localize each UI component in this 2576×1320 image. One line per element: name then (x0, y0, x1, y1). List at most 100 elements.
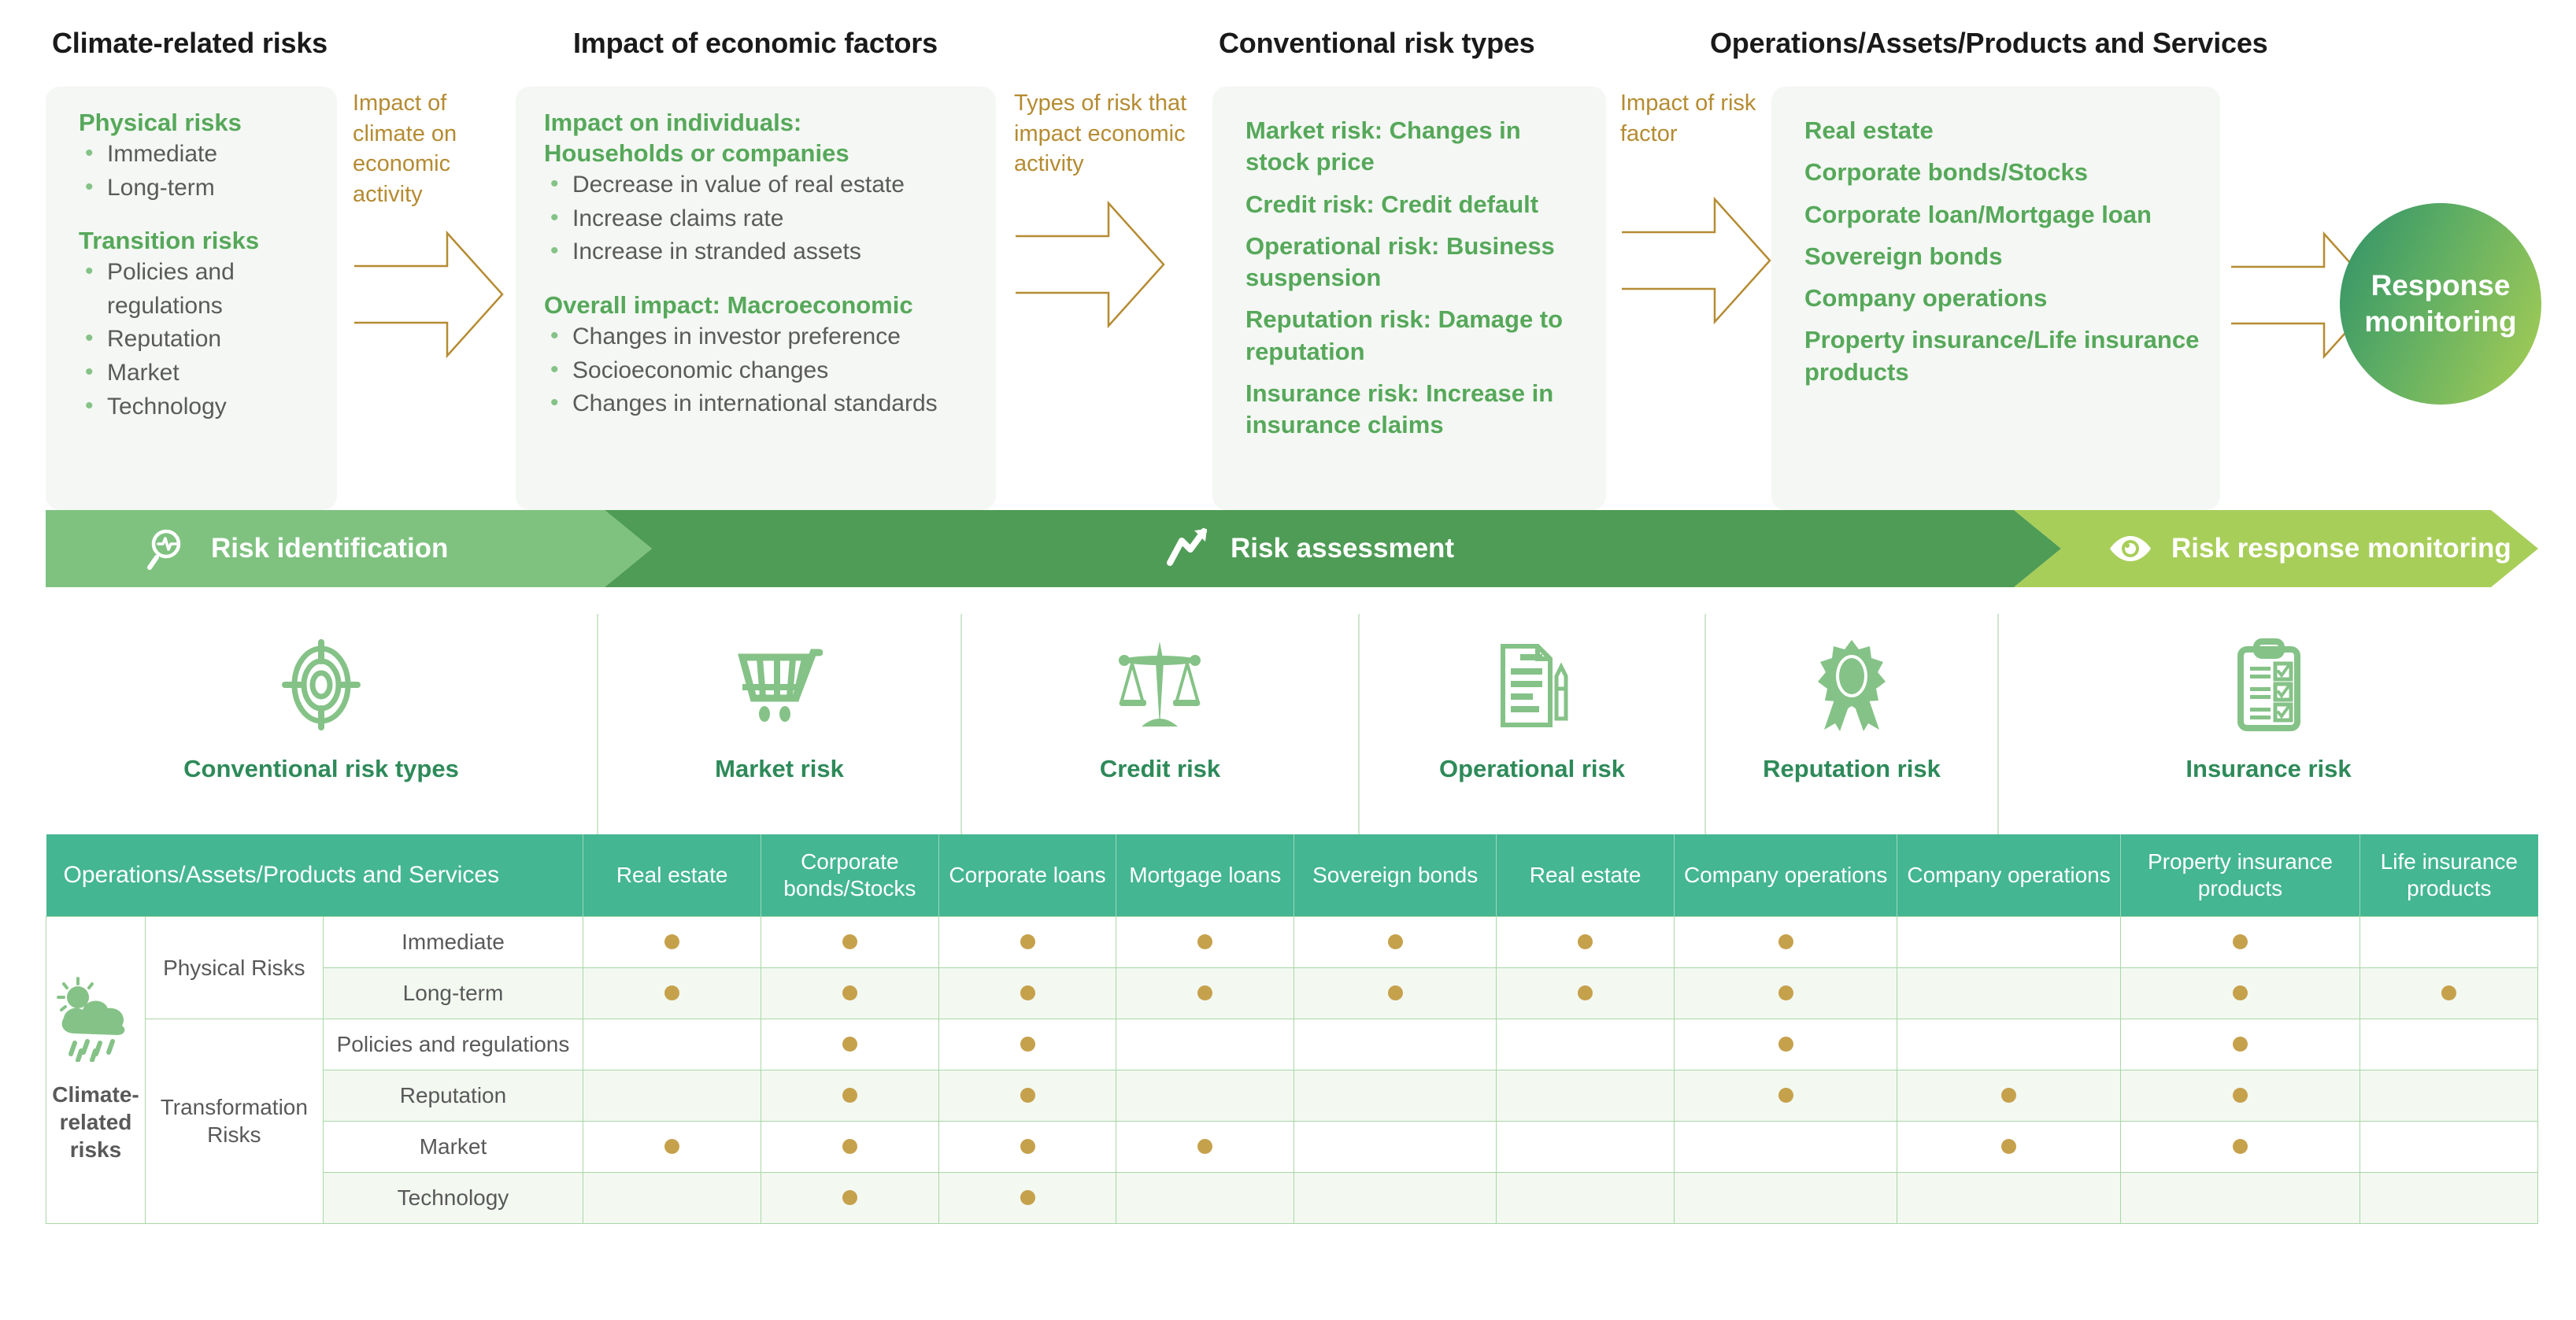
matrix-cell-marked (583, 967, 761, 1019)
column-header: Life insurance products (2359, 834, 2538, 916)
matrix-cell-marked (1116, 967, 1295, 1019)
icon-cell-conventional-risk-types[interactable]: Conventional risk types (46, 614, 597, 834)
response-monitoring-label: Response monitoring (2364, 268, 2517, 338)
icon-cell-operational-risk[interactable]: Operational risk (1358, 614, 1704, 834)
icon-cell-label: Reputation risk (1763, 755, 1941, 782)
group-list-physical: Immediate Long-term (82, 137, 310, 205)
connector-3: Impact of risk factor (1620, 88, 1778, 331)
icon-cell-label: Conventional risk types (183, 755, 459, 782)
matrix-cell-marked (761, 1171, 939, 1224)
group-heading-transition: Transition risks (79, 227, 260, 255)
list-item: Reputation (82, 322, 310, 357)
list-item: Corporate loan/Mortgage loan (1804, 200, 2152, 228)
matrix-cell-empty (1496, 1069, 1675, 1122)
matrix-cell-marked (2119, 1069, 2361, 1122)
icon-cell-label: Operational risk (1438, 755, 1626, 782)
icon-cell-reputation-risk[interactable]: Reputation risk (1704, 614, 1997, 834)
dot-marker (1578, 985, 1593, 1000)
matrix-cell-marked (1116, 1120, 1295, 1173)
dot-marker (1197, 934, 1213, 949)
icon-cell-market-risk[interactable]: Market risk (597, 614, 960, 834)
risk-type-icon-row: Conventional risk types Market risk (46, 614, 2538, 834)
column-header: Corporate bonds/Stocks (761, 834, 939, 916)
matrix-cell-marked (761, 1018, 939, 1070)
dot-marker (1197, 1138, 1213, 1154)
dot-marker (1387, 934, 1403, 949)
matrix-cell-empty (1116, 1171, 1295, 1224)
flow-card-climate: Physical risks Immediate Long-term Trans… (46, 87, 337, 510)
icon-cell-credit-risk[interactable]: Credit risk (960, 614, 1358, 834)
matrix-cell-empty (1116, 1018, 1295, 1070)
dot-marker (2441, 985, 2457, 1000)
clipboard-check-icon (2230, 638, 2308, 732)
matrix-cell-marked (938, 1018, 1117, 1070)
table-row: Market (46, 1120, 2538, 1173)
dot-marker (1387, 985, 1403, 1000)
dot-marker (842, 1036, 857, 1052)
matrix-cell-marked (938, 915, 1117, 968)
flow-card-operations: Real estate Corporate bonds/Stocks Corpo… (1771, 87, 2220, 510)
list-item: Changes in investor preference (547, 320, 969, 354)
matrix-cell-marked (938, 1171, 1117, 1224)
shopping-cart-icon (736, 638, 823, 732)
dot-marker (664, 934, 680, 949)
operations-assets-list: Real estate Corporate bonds/Stocks Corpo… (1804, 115, 2200, 388)
flow-card-economic: Impact on individuals: Households or com… (516, 87, 996, 510)
response-monitoring-circle: Response monitoring (2340, 203, 2541, 405)
header-corner: Operations/Assets/Products and Services (46, 834, 583, 916)
phase-risk-response-monitoring[interactable]: Risk response monitoring (2014, 510, 2538, 587)
dot-marker (2001, 1087, 2017, 1103)
phase-banner: Risk identification Risk assessment (46, 510, 2538, 587)
phase-risk-identification[interactable]: Risk identification (46, 510, 652, 587)
column-header: Real estate (1496, 834, 1675, 916)
matrix-cell-marked (2119, 1120, 2361, 1173)
list-item: Market risk: Changes in stock price (1245, 116, 1521, 176)
risk-matrix-table: Operations/Assets/Products and Services … (46, 834, 2538, 1224)
list-item: Socioeconomic changes (547, 353, 969, 388)
matrix-cell-marked (2359, 967, 2538, 1019)
dot-marker (842, 1138, 857, 1154)
document-pen-icon (1489, 638, 1575, 732)
column-header: Company operations (1897, 834, 2121, 916)
list-item: Operational risk: Business suspension (1245, 231, 1555, 292)
matrix-cell-empty (583, 1171, 761, 1224)
icon-cell-label: Credit risk (1099, 755, 1221, 782)
connector-1: Impact of climate on economic activity (353, 88, 518, 365)
list-item: Reputation risk: Damage to reputation (1245, 305, 1564, 365)
dot-marker (1020, 1189, 1035, 1205)
matrix-cell-empty (1897, 967, 2121, 1019)
list-item: Decrease in value of real estate (547, 168, 969, 202)
matrix-cell-empty (1294, 1171, 1497, 1224)
matrix-cell-marked (938, 1120, 1117, 1173)
matrix-cell-empty (1673, 1120, 1898, 1173)
dot-marker (842, 1087, 857, 1103)
matrix-cell-marked (1496, 967, 1675, 1019)
matrix-cell-marked (2119, 915, 2361, 968)
list-item: Credit risk: Credit default (1245, 190, 1539, 218)
matrix-cell-marked (1897, 1069, 2121, 1122)
list-item: Company operations (1804, 284, 2048, 312)
row-label: Market (322, 1120, 584, 1173)
matrix-cell-marked (761, 967, 939, 1019)
flow-title-operations: Operations/Assets/Products and Services (1710, 27, 2268, 59)
phase-risk-assessment[interactable]: Risk assessment (605, 510, 2061, 587)
icon-cell-insurance-risk[interactable]: Insurance risk (1997, 614, 2538, 834)
icon-cell-label: Insurance risk (2186, 755, 2352, 782)
dot-marker (1578, 934, 1593, 949)
row-subgroup-label: Physical Risks (144, 915, 324, 1019)
list-item: Real estate (1804, 116, 1934, 144)
target-icon (274, 638, 368, 732)
list-item: Insurance risk: Increase in insurance cl… (1245, 379, 1554, 439)
arrow-right-icon (1016, 200, 1165, 328)
matrix-cell-empty (1897, 1018, 2121, 1070)
matrix-cell-empty (583, 1069, 761, 1122)
dot-marker (2232, 934, 2248, 949)
table-row: Long-term (46, 967, 2538, 1019)
matrix-cell-marked (1897, 1120, 2121, 1173)
table-header-row: Operations/Assets/Products and Services … (46, 834, 2538, 916)
dot-marker (2232, 985, 2248, 1000)
matrix-cell-empty (1496, 1120, 1675, 1173)
row-label: Policies and regulations (322, 1018, 584, 1070)
